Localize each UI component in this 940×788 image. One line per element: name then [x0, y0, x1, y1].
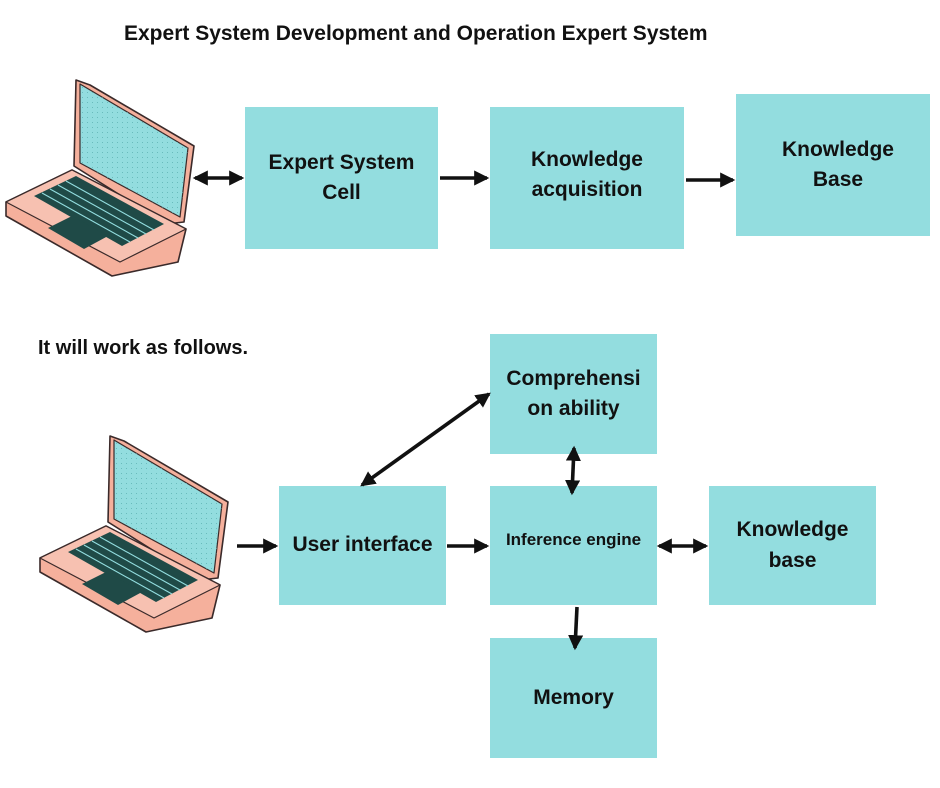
memory-box: Memory [490, 638, 657, 758]
inference-engine-box: Inference engine [490, 486, 657, 605]
laptop-icon-bottom [39, 435, 229, 633]
expert-system-cell-box: Expert System Cell [245, 107, 438, 249]
section-subtitle: It will work as follows. [38, 337, 249, 359]
comprehension-inference-arrow [565, 445, 581, 496]
comprehension-ability-box: Comprehensi on ability [490, 334, 657, 454]
memory-label: Memory [533, 685, 614, 709]
knowledge-acquisition-box: Knowledge acquisition [490, 107, 684, 249]
knowledge-base-bottom-label: Knowledge base [736, 518, 849, 572]
knowledge-acquisition-label: Knowledge acquisition [530, 148, 643, 202]
knowledge-base-bottom-box: Knowledge base [709, 486, 876, 605]
user-interface-box: User interface [279, 486, 446, 605]
diagram-title: Expert System Development and Operation … [124, 22, 708, 45]
user-interface-label: User interface [292, 533, 433, 557]
knowledge-base-top-label: Knowledge Base [781, 137, 894, 191]
expert-system-cell-label: Expert System Cell [268, 150, 415, 204]
inference-engine-label: Inference engine [505, 530, 642, 550]
ui-comprehension-arrow [360, 392, 491, 487]
comprehension-ability-label: Comprehensi on ability [506, 366, 641, 420]
laptop-icon-top [5, 79, 195, 277]
knowledge-base-top-box: Knowledge Base [736, 94, 930, 236]
inference-memory-arrow [568, 606, 584, 651]
